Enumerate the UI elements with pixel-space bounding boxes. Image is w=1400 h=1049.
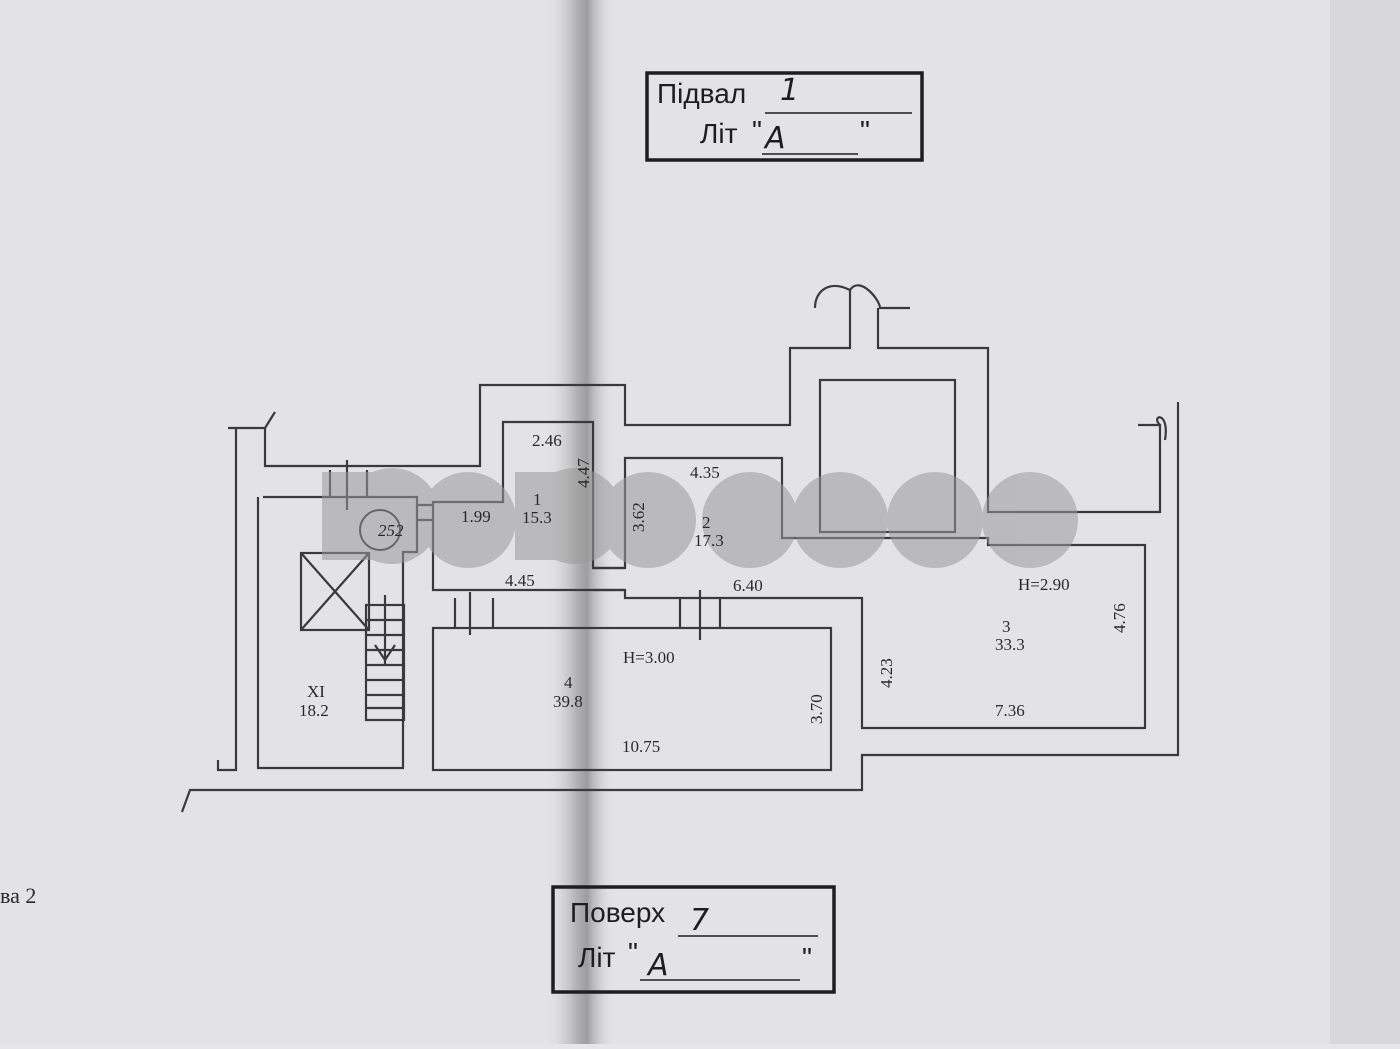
room-xi-id: XI — [307, 682, 325, 701]
plan-labels: 252 1 15.3 2 17.3 3 33.3 4 39.8 XI 18.2 … — [299, 431, 1129, 756]
level-label: Підвал — [657, 78, 746, 109]
room-xi-area: 18.2 — [299, 701, 329, 720]
level-value: 1 — [780, 73, 799, 108]
room-2-id: 2 — [702, 513, 711, 532]
lit-value: А — [763, 121, 786, 156]
room-2-area: 17.3 — [694, 531, 724, 550]
lit-label: Літ — [578, 942, 616, 973]
marker-label: 252 — [378, 521, 404, 540]
room-4-area: 39.8 — [553, 692, 583, 711]
room-1-id: 1 — [533, 490, 542, 509]
side-text: ва 2 — [0, 883, 36, 908]
dim-label: 4.45 — [505, 571, 535, 590]
room-3-area: 33.3 — [995, 635, 1025, 654]
lit-label: Літ — [700, 118, 738, 149]
level-value: 7 — [690, 903, 709, 938]
svg-text:": " — [628, 937, 638, 968]
dim-label: 4.76 — [1110, 603, 1129, 633]
dim-label: H=2.90 — [1018, 575, 1070, 594]
level-label: Поверх — [570, 897, 665, 928]
dim-label: 4.23 — [877, 658, 896, 688]
dim-label: 3.70 — [807, 694, 826, 724]
room-1-area: 15.3 — [522, 508, 552, 527]
room-4-id: 4 — [564, 673, 573, 692]
svg-text:": " — [860, 115, 870, 146]
svg-text:": " — [752, 115, 762, 146]
footer-stamp: Поверх 7 Літ " А " — [551, 885, 836, 994]
header-stamp: Підвал 1 Літ " А " — [645, 71, 924, 162]
lit-value: А — [646, 948, 669, 983]
dim-label: 1.99 — [461, 507, 491, 526]
dim-label: 6.40 — [733, 576, 763, 595]
staircase — [364, 595, 406, 722]
watermark — [322, 468, 1078, 568]
dim-label: 7.36 — [995, 701, 1025, 720]
dim-label: 3.62 — [629, 502, 648, 532]
room-3-id: 3 — [1002, 617, 1011, 636]
dim-label: 4.47 — [574, 458, 593, 488]
dim-label: 10.75 — [622, 737, 660, 756]
dim-label: 4.35 — [690, 463, 720, 482]
dim-label: 2.46 — [532, 431, 562, 450]
dim-label: H=3.00 — [623, 648, 675, 667]
svg-text:": " — [802, 942, 812, 973]
